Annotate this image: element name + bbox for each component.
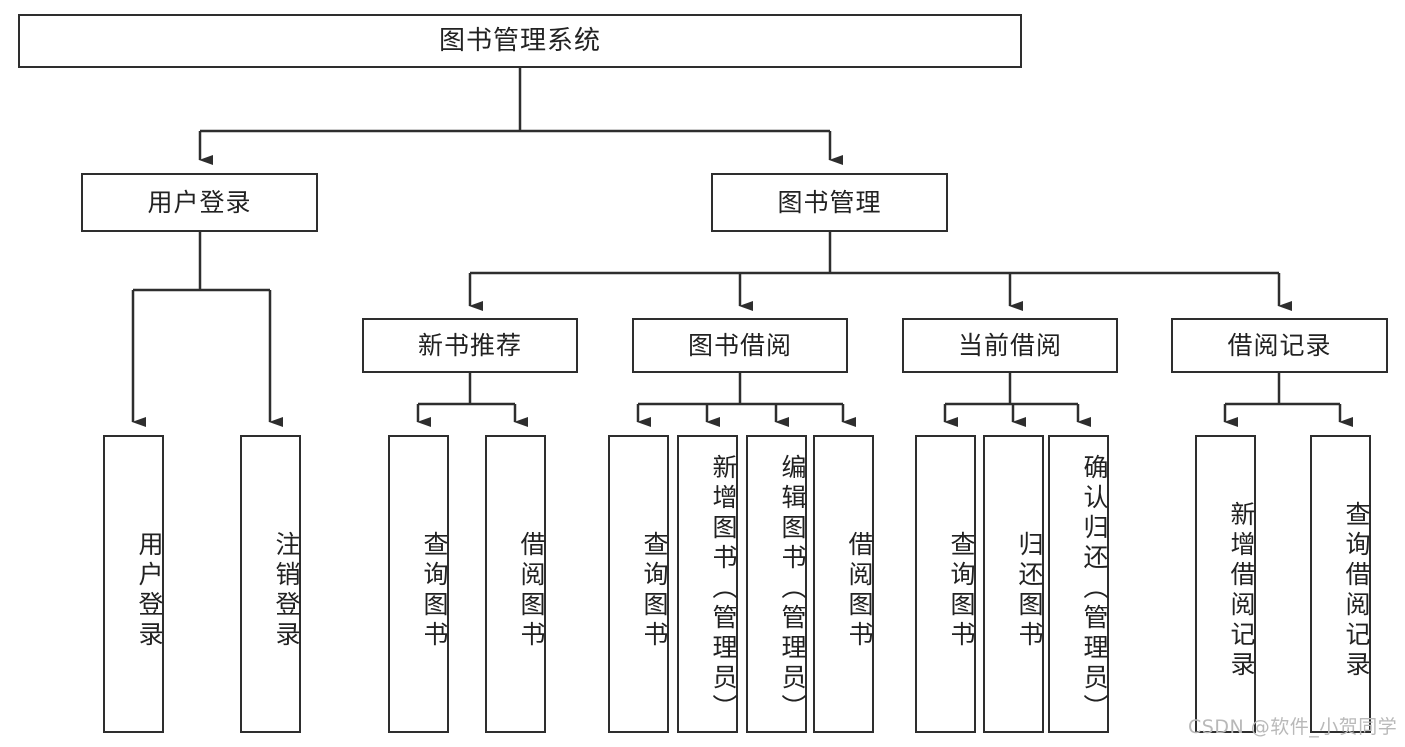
node-root-book-management-system[interactable]: 图书管理系统 <box>18 14 1022 68</box>
leaf-book-borrow-add-book-admin[interactable]: 新增图书（管理员） <box>677 435 738 733</box>
leaf-book-borrow-query-book[interactable]: 查询图书 <box>608 435 669 733</box>
leaf-new-book-borrow-book[interactable]: 借阅图书 <box>485 435 546 733</box>
node-label: 借阅图书 <box>845 531 874 651</box>
node-label: 用户登录 <box>135 531 164 651</box>
leaf-current-borrow-return-book[interactable]: 归还图书 <box>983 435 1044 733</box>
node-label: 归还图书 <box>1015 531 1044 651</box>
leaf-new-book-query-book[interactable]: 查询图书 <box>388 435 449 733</box>
node-label: 用户登录 <box>147 187 252 217</box>
leaf-current-borrow-query-book[interactable]: 查询图书 <box>915 435 976 733</box>
node-label: 新书推荐 <box>417 330 522 360</box>
leaf-book-borrow-edit-book-admin[interactable]: 编辑图书（管理员） <box>746 435 807 733</box>
node-label: 注销登录 <box>272 531 301 651</box>
node-label: 借阅记录 <box>1227 330 1332 360</box>
node-label: 查询图书 <box>640 531 669 651</box>
node-label: 查询图书 <box>420 531 449 651</box>
node-label: 借阅图书 <box>517 531 546 651</box>
node-book-borrow[interactable]: 图书借阅 <box>632 318 848 373</box>
leaf-book-borrow-borrow-book[interactable]: 借阅图书 <box>813 435 874 733</box>
node-borrow-record[interactable]: 借阅记录 <box>1171 318 1388 373</box>
node-label: 新增借阅记录 <box>1227 501 1256 681</box>
node-book-management[interactable]: 图书管理 <box>711 173 948 232</box>
node-current-borrow[interactable]: 当前借阅 <box>902 318 1118 373</box>
leaf-user-logout[interactable]: 注销登录 <box>240 435 301 733</box>
node-user-login[interactable]: 用户登录 <box>81 173 318 232</box>
node-new-book-recommend[interactable]: 新书推荐 <box>362 318 578 373</box>
node-label: 图书借阅 <box>687 330 792 360</box>
node-label: 确认归还（管理员） <box>1080 454 1109 724</box>
node-label: 图书管理系统 <box>438 25 601 56</box>
node-label: 查询借阅记录 <box>1342 501 1371 681</box>
leaf-current-borrow-confirm-return-admin[interactable]: 确认归还（管理员） <box>1048 435 1109 733</box>
leaf-user-login[interactable]: 用户登录 <box>103 435 164 733</box>
watermark-text: CSDN @软件_小贺同学 <box>1188 716 1398 738</box>
node-label: 查询图书 <box>947 531 976 651</box>
node-label: 图书管理 <box>777 187 882 217</box>
node-label: 新增图书（管理员） <box>709 454 738 724</box>
node-label: 当前借阅 <box>957 330 1062 360</box>
node-label: 编辑图书（管理员） <box>778 454 807 724</box>
leaf-borrow-record-query-record[interactable]: 查询借阅记录 <box>1310 435 1371 733</box>
leaf-borrow-record-add-record[interactable]: 新增借阅记录 <box>1195 435 1256 733</box>
